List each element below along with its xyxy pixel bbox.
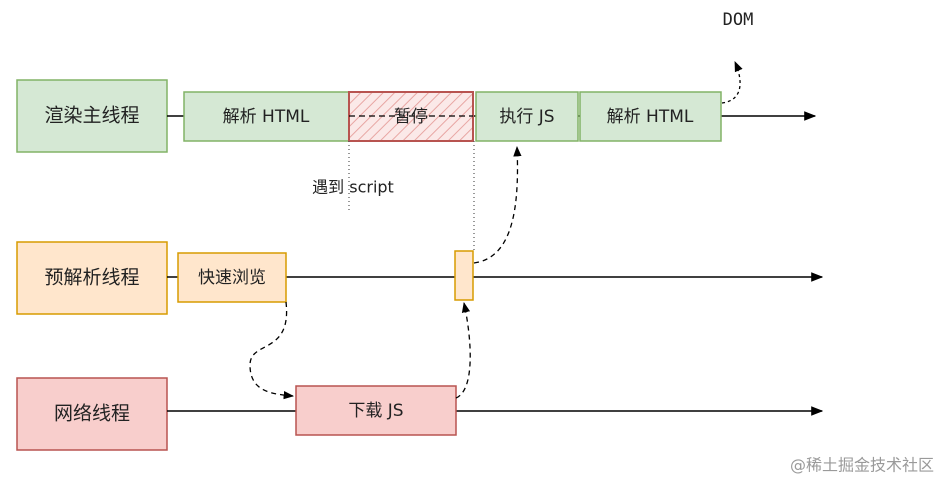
- main-thread-box: [16, 79, 168, 153]
- fast-browse-label: 快速浏览: [198, 268, 266, 288]
- preparse-thread-label: 预解析线程: [44, 267, 139, 289]
- dom-output-arrow: [721, 61, 743, 104]
- main-thread-label: 渲染主线程: [44, 105, 139, 127]
- dom-label: DOM: [723, 10, 754, 30]
- execute-js-label: 执行 JS: [499, 107, 554, 127]
- parse-html-label-2: 解析 HTML: [607, 107, 694, 127]
- marker-to-execute-arrow: [473, 145, 522, 264]
- watermark-text: @稀土掘金技术社区: [790, 456, 934, 475]
- execute-js-block: [475, 91, 579, 142]
- network-thread-box: [16, 377, 168, 451]
- download-js-block: [295, 385, 457, 436]
- download-js-label: 下载 JS: [348, 401, 403, 421]
- fast-browse-to-download-arrow: [249, 301, 295, 400]
- network-thread-label: 网络线程: [54, 403, 130, 425]
- preparse-thread-box: [16, 241, 168, 315]
- encounter-script-label: 遇到 script: [312, 178, 394, 197]
- download-complete-marker: [454, 250, 474, 301]
- fast-browse-block: [177, 252, 287, 303]
- parse-html-label-1: 解析 HTML: [223, 107, 310, 127]
- download-to-marker-arrow: [455, 301, 471, 399]
- parse-html-block-1: [183, 91, 350, 142]
- parse-html-block-2: [579, 91, 722, 142]
- pause-label: 暂停: [394, 107, 428, 127]
